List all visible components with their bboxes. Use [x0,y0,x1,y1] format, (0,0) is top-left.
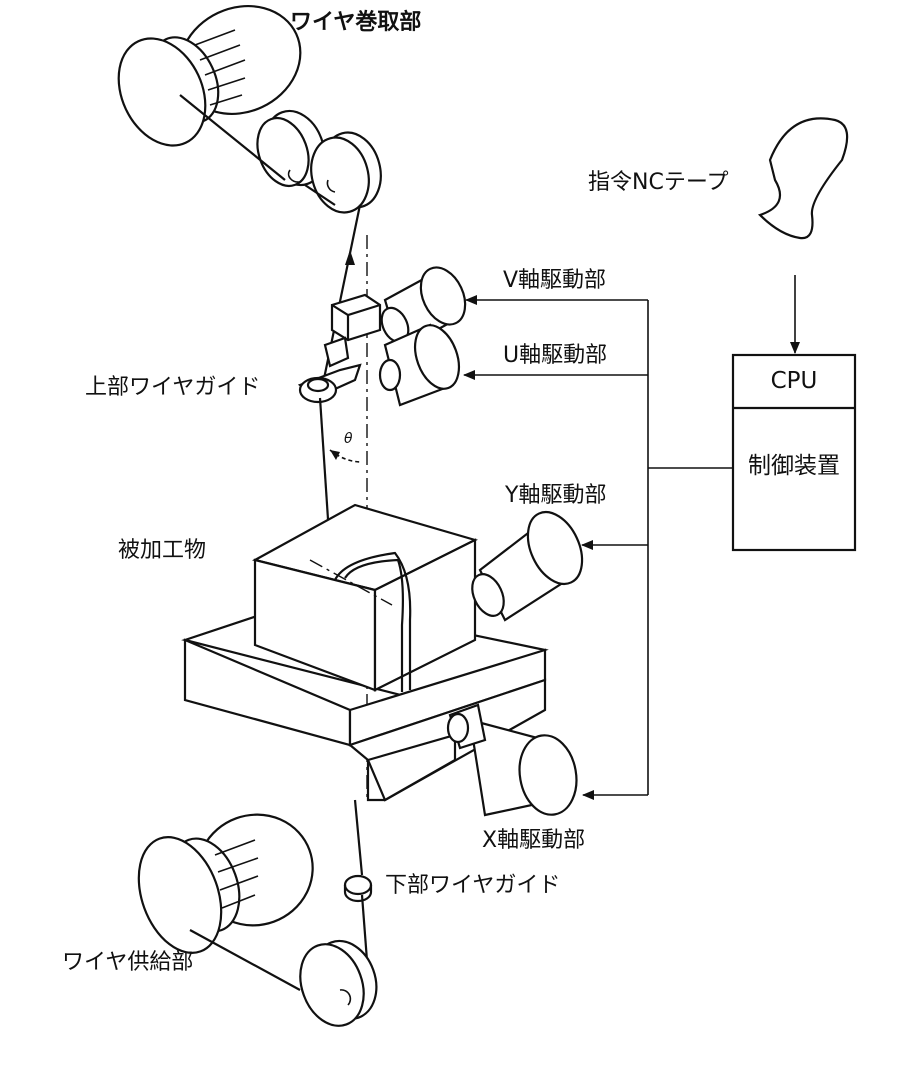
wire-supply-unit [137,813,378,1027]
label-lower-guide: 下部ワイヤガイド [385,873,561,898]
lower-guide-puck [343,874,373,896]
label-u-axis: U軸駆動部 [503,343,608,368]
label-workpiece: 被加工物 [118,538,207,563]
controller-unit-label: 制御装置 [748,453,840,479]
controller-cpu-label: CPU [770,368,818,394]
y-axis-motor [471,510,584,622]
label-v-axis: V軸駆動部 [503,268,607,293]
label-y-axis: Y軸駆動部 [505,483,607,508]
label-theta: θ [344,431,353,447]
work-table [181,503,549,802]
upper-guide-assembly [297,266,467,407]
label-x-axis: X軸駆動部 [482,828,586,853]
controller-box [731,353,857,552]
wire-winding-unit [117,4,382,214]
wire-lower-segment [353,799,364,876]
x-axis-motor [446,703,578,817]
label-wire-winding: ワイヤ巻取部 [290,10,422,35]
label-wire-supply: ワイヤ供給部 [62,950,194,975]
label-nc-tape: 指令NCテープ [588,170,729,195]
label-upper-guide: 上部ワイヤガイド [85,375,261,400]
nc-tape-shape [757,117,849,240]
